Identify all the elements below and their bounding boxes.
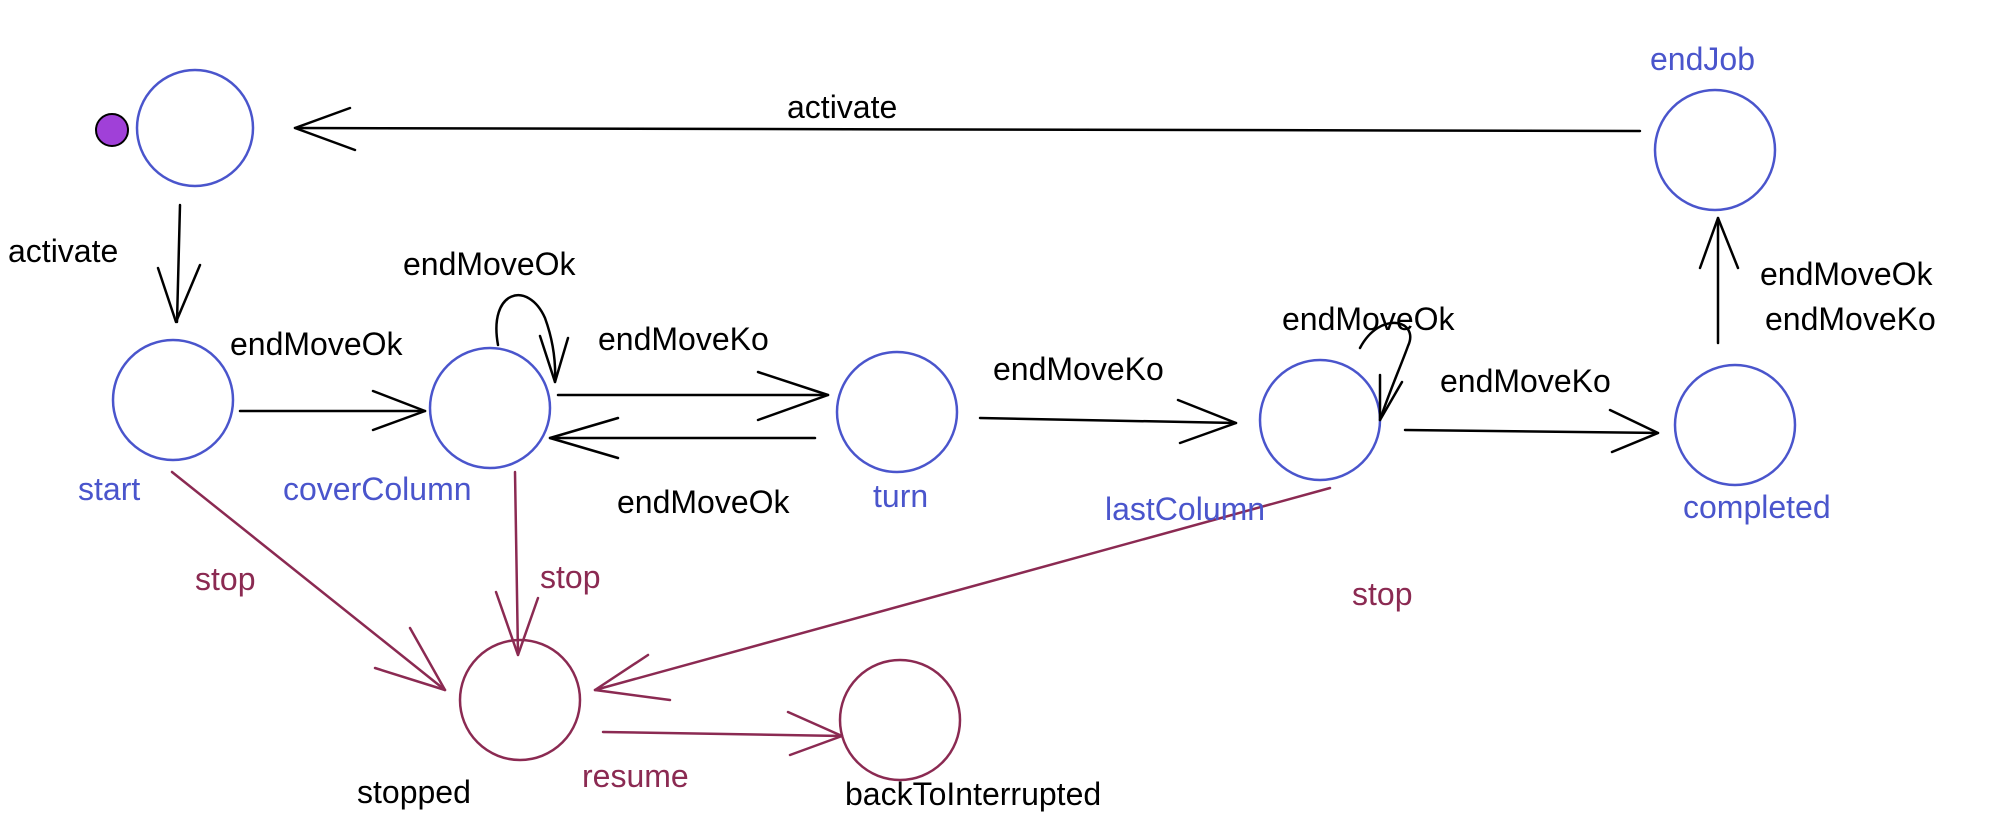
state-label-end-job: endJob xyxy=(1650,41,1755,77)
edge-cover-column-to-turn xyxy=(556,370,830,422)
state-label-cover-column: coverColumn xyxy=(283,471,472,507)
edge-stopped-to-back-to-interrupted xyxy=(601,710,844,757)
edge-turn-to-last-column xyxy=(978,398,1238,445)
edge-cover-column-self xyxy=(495,294,570,384)
edge-last-column-to-completed xyxy=(1403,408,1660,454)
edge-last-column-to-stopped xyxy=(593,486,1332,702)
edge-start-to-stopped xyxy=(170,470,447,692)
state-start xyxy=(111,338,235,462)
edge-label-last-column-to-completed: endMoveKo xyxy=(1440,363,1611,399)
edge-label-end-job-to-initial: activate xyxy=(787,89,897,125)
edge-label-start-to-stopped: stop xyxy=(195,561,255,597)
state-turn xyxy=(835,350,959,474)
state-label-stopped: stopped xyxy=(357,774,471,810)
edge-label-turn-to-cover-column: endMoveOk xyxy=(617,484,791,520)
state-cover-column xyxy=(428,346,552,470)
edge-cover-column-to-stopped xyxy=(494,470,540,657)
edge-turn-to-cover-column xyxy=(548,416,817,460)
edge-label-cover-column-self: endMoveOk xyxy=(403,246,577,282)
edge-label-cover-column-to-stopped: stop xyxy=(540,559,600,595)
edge-label-cover-column-to-turn: endMoveKo xyxy=(598,321,769,357)
edge-end-job-to-initial xyxy=(293,106,1642,152)
initial-state xyxy=(135,68,255,188)
edge-label-start-to-cover-column: endMoveOk xyxy=(230,326,404,362)
state-back-to-interrupted xyxy=(838,658,962,782)
edge-completed-to-end-job xyxy=(1698,216,1740,345)
edge-label-last-column-to-stopped: stop xyxy=(1352,576,1412,612)
state-end-job xyxy=(1653,88,1777,212)
edge-initial-to-start xyxy=(156,203,202,324)
edge-label-stopped-to-back-to-interrupted: resume xyxy=(582,758,689,794)
initial-marker xyxy=(95,113,129,147)
edge-label-initial-to-start: activate xyxy=(8,233,118,269)
edge-label-last-column-self: endMoveOk xyxy=(1282,301,1456,337)
edge-label-completed-to-end-job-1: endMoveOk xyxy=(1760,256,1934,292)
edge-start-to-cover-column xyxy=(238,389,427,432)
state-label-completed: completed xyxy=(1683,489,1831,525)
state-completed xyxy=(1673,363,1797,487)
edge-label-completed-to-end-job-2: endMoveKo xyxy=(1765,301,1936,337)
state-label-start: start xyxy=(78,471,140,507)
state-stopped xyxy=(458,638,582,762)
state-label-last-column: lastColumn xyxy=(1105,491,1265,527)
state-label-turn: turn xyxy=(873,478,928,514)
edge-label-turn-to-last-column: endMoveKo xyxy=(993,351,1164,387)
edge-last-column-self xyxy=(1358,321,1412,422)
state-label-back-to-interrupted: backToInterrupted xyxy=(845,776,1101,812)
state-last-column xyxy=(1258,358,1382,482)
